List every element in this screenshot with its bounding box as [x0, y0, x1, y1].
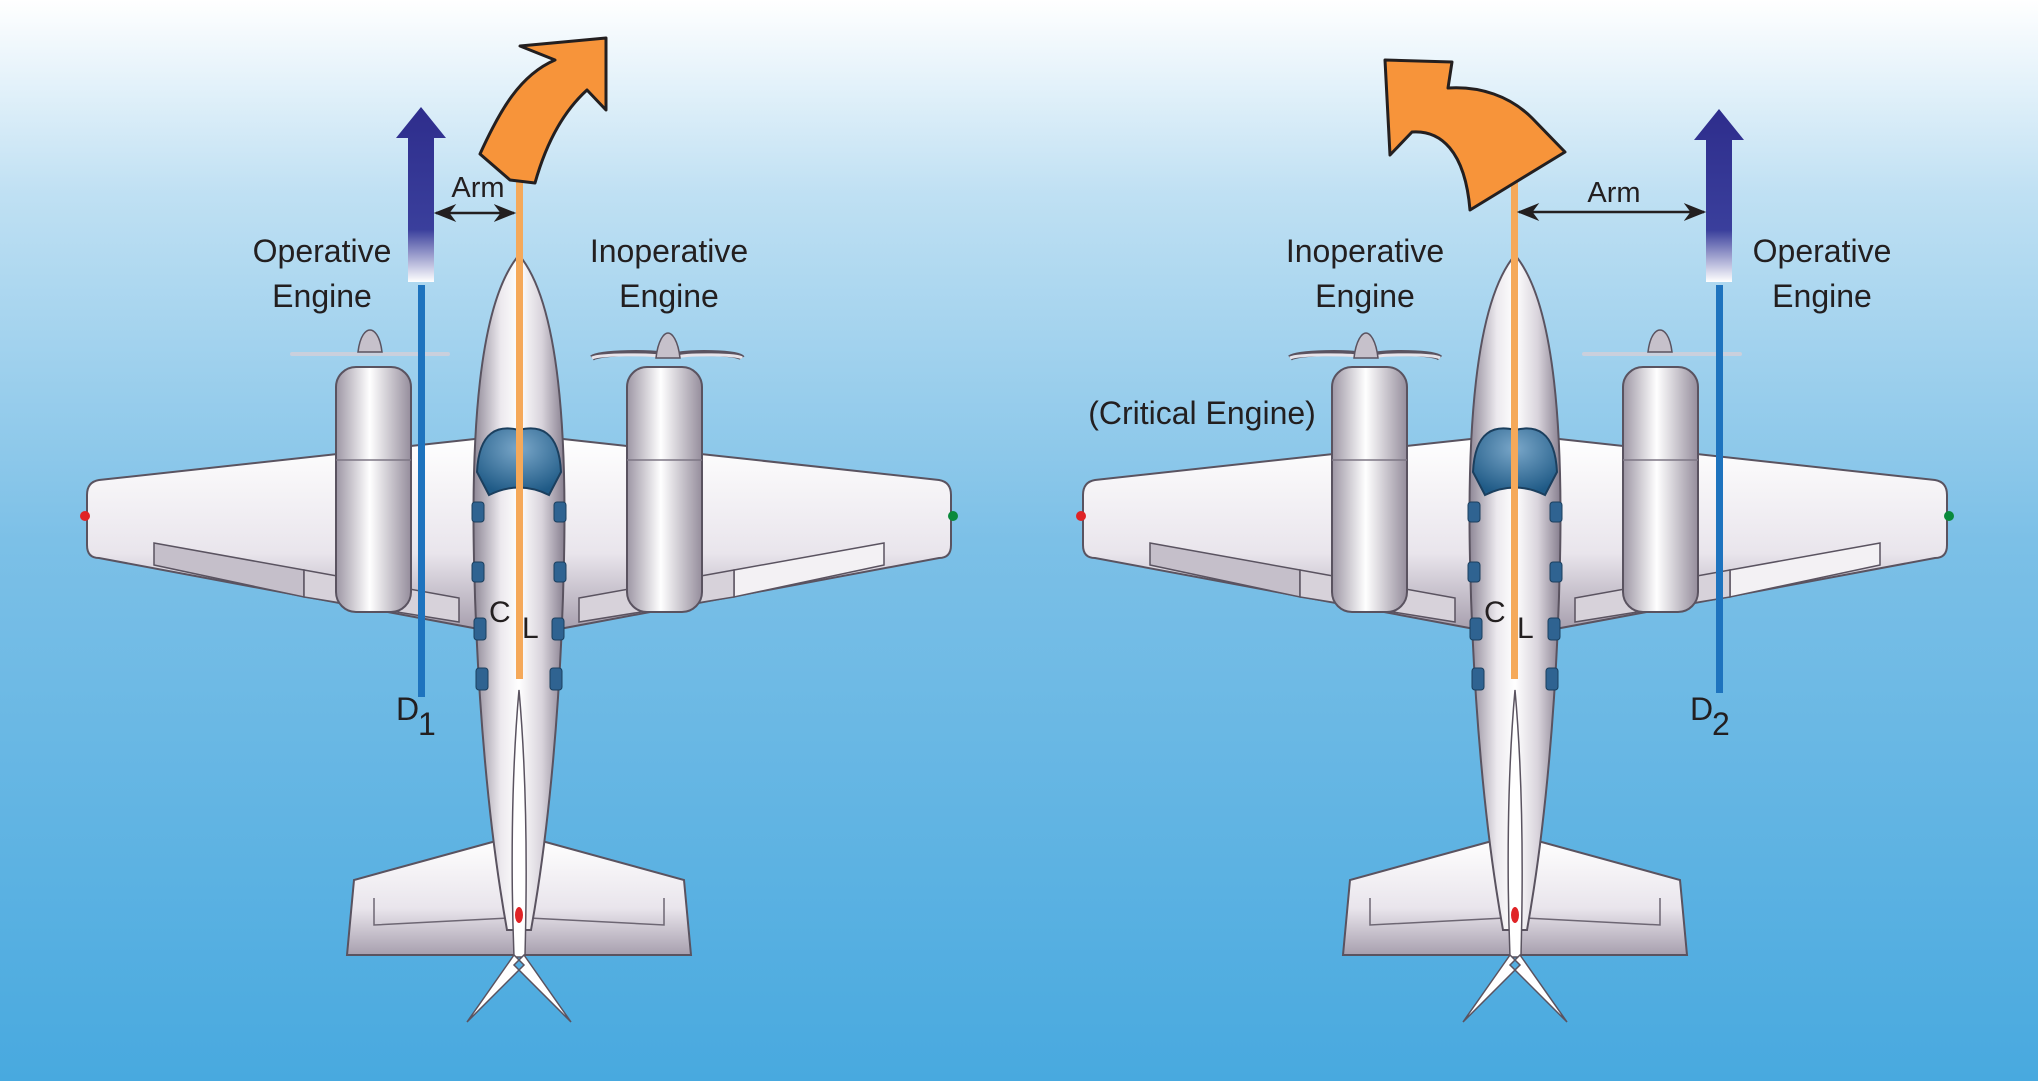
right-drag-line: [1716, 285, 1723, 693]
left-arm-label: Arm: [451, 172, 504, 204]
left-drag-label: D: [396, 691, 419, 727]
left-drag-line: [418, 285, 425, 697]
right-operative-label-line2: Engine: [1772, 278, 1872, 314]
left-operative-propeller: [290, 329, 450, 356]
right-centerline-l: L: [1517, 612, 1534, 645]
left-centerline-l: L: [522, 612, 539, 645]
right-inoperative-propeller: [1288, 332, 1443, 361]
right-drag-subscript: 2: [1712, 706, 1730, 742]
right-operative-label-line1: Operative: [1753, 233, 1892, 269]
right-critical-engine-label: (Critical Engine): [1088, 395, 1316, 431]
left-drag-subscript: 1: [418, 706, 436, 742]
left-inoperative-label-line2: Engine: [619, 278, 719, 314]
left-yaw-arrow: [478, 36, 608, 185]
left-operative-label-line1: Operative: [253, 233, 392, 269]
right-arm-label: Arm: [1587, 177, 1640, 209]
right-centerline-c: C: [1484, 596, 1506, 629]
right-thrust-arrow: [1694, 109, 1744, 282]
right-panel: Arm Inoperative Engine Operative Engine …: [1075, 58, 1955, 1023]
left-thrust-arrow: [396, 107, 446, 282]
right-operative-propeller: [1582, 329, 1742, 356]
right-centerline: [1511, 163, 1518, 679]
left-operative-label-line2: Engine: [272, 278, 372, 314]
right-inoperative-label-line2: Engine: [1315, 278, 1415, 314]
right-inoperative-label-line1: Inoperative: [1286, 233, 1444, 269]
left-inoperative-propeller: [590, 332, 745, 361]
right-yaw-arrow: [1383, 58, 1567, 212]
left-centerline-c: C: [489, 596, 511, 629]
left-centerline: [516, 163, 523, 679]
left-panel: Arm Operative Engine Inoperative Engine …: [79, 36, 959, 1023]
left-inoperative-label-line1: Inoperative: [590, 233, 748, 269]
right-drag-label: D: [1690, 691, 1713, 727]
